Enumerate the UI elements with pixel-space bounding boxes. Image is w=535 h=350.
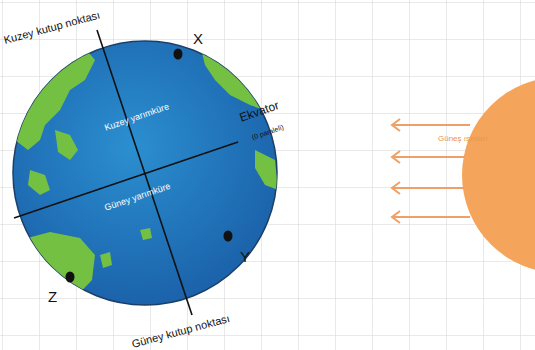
point-letter: Y: [240, 249, 250, 264]
rays-label: Güneş ışınları: [438, 135, 488, 143]
point-x: [174, 49, 183, 60]
point-letter: Z: [48, 289, 57, 304]
point-y: [224, 231, 233, 242]
point-letter: X: [193, 31, 203, 46]
sun: [462, 77, 535, 273]
earth-axis: [97, 30, 192, 315]
equator-line: [14, 142, 238, 218]
point-z: [66, 272, 75, 283]
